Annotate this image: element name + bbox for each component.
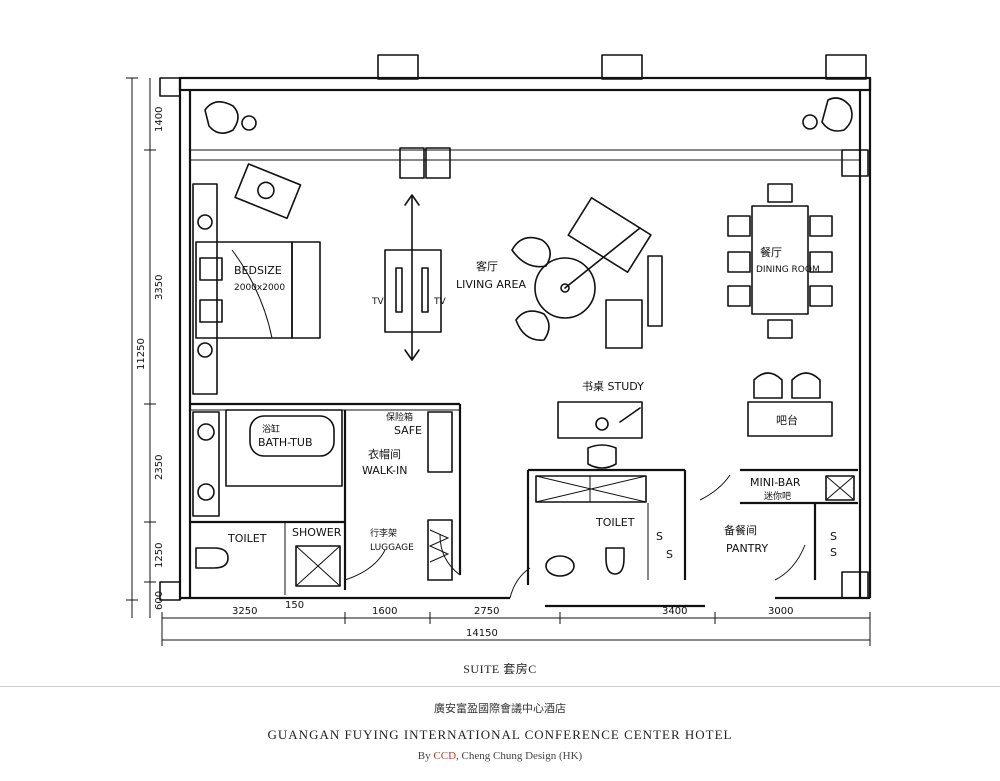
label-minibar: MINI-BAR: [750, 476, 801, 489]
hotel-name-chinese: 廣安富盈國際會議中心酒店: [434, 703, 566, 715]
dim-left-4: 1250: [154, 543, 165, 568]
tv-wall: [384, 194, 442, 361]
label-bedsize: BEDSIZE: [234, 264, 282, 277]
label-bathtub-cn: 浴缸: [262, 423, 280, 435]
label-bed-size: 2000x2000: [234, 283, 285, 293]
label-s3: S: [830, 530, 837, 543]
living-furniture: [511, 197, 663, 349]
outer-walls: [159, 76, 872, 608]
label-tv-left: TV: [371, 297, 384, 307]
dim-bottom-3: 1600: [372, 606, 397, 617]
label-toilet-left: TOILET: [227, 532, 267, 545]
dim-bottom-4: 2750: [474, 606, 499, 617]
label-walkin-cn: 衣帽间: [368, 447, 401, 461]
dim-total-width: 14150: [466, 628, 498, 639]
bar-furniture: [747, 372, 833, 437]
label-safe-en: SAFE: [394, 424, 422, 437]
label-walkin-en: WALK-IN: [362, 464, 407, 477]
dining-furniture: [727, 183, 833, 339]
bath-fixtures: [192, 409, 343, 587]
label-minibar-cn: 迷你吧: [764, 490, 791, 502]
label-luggage-en: LUGGAGE: [370, 543, 414, 553]
label-dining-cn: 餐厅: [760, 245, 782, 259]
dim-left-3: 2350: [154, 455, 165, 480]
dim-left-1: 1400: [154, 107, 165, 132]
dim-total-height: 11250: [136, 338, 147, 370]
dim-bottom-5: 3400: [662, 606, 687, 617]
dim-bottom-1: 3250: [232, 606, 257, 617]
label-pantry-en: PANTRY: [726, 542, 768, 555]
label-study: 书桌 STUDY: [582, 380, 644, 393]
room-labels: BEDSIZE 2000x2000 TV TV 客厅 LIVING AREA 餐…: [227, 245, 837, 561]
dimension-lines-bottom: 3250 150 1600 2750 3400 3000 14150: [161, 600, 871, 646]
mid-toilet-fixtures: [535, 475, 647, 577]
label-s1: S: [656, 530, 663, 543]
label-living-cn: 客厅: [476, 259, 498, 273]
dim-left-5: 600: [154, 591, 165, 610]
floor-plan: BEDSIZE 2000x2000 TV TV 客厅 LIVING AREA 餐…: [126, 54, 872, 646]
label-safe-cn: 保险箱: [386, 411, 413, 423]
design-credit: By CCD, Cheng Chung Design (HK): [0, 750, 1000, 762]
interior-walls: [190, 402, 858, 599]
label-living-en: LIVING AREA: [456, 278, 527, 291]
label-s4: S: [830, 546, 837, 559]
label-toilet-mid: TOILET: [595, 516, 635, 529]
bedroom-furniture: [192, 163, 321, 395]
label-shower: SHOWER: [292, 526, 342, 539]
dim-left-2: 3350: [154, 275, 165, 300]
walk-in-fixtures: [427, 411, 453, 581]
window-frames: [377, 54, 867, 179]
minibar-cabinet: [825, 475, 855, 501]
label-dining-en: DINING ROOM: [756, 265, 820, 275]
label-bar: 吧台: [776, 413, 798, 427]
study-furniture: [557, 401, 643, 469]
dimension-lines-left: 1400 3350 2350 1250 600 11250: [126, 77, 165, 618]
credit-suffix: , Cheng Chung Design (HK): [456, 750, 583, 762]
label-tv-right: TV: [433, 297, 446, 307]
label-s2: S: [666, 548, 673, 561]
dim-bottom-6: 3000: [768, 606, 793, 617]
label-pantry-cn: 备餐间: [724, 523, 757, 537]
dim-bottom-2: 150: [285, 600, 304, 611]
label-luggage-cn: 行李架: [370, 527, 397, 539]
credit-brand: CCD: [433, 750, 457, 762]
label-bathtub-en: BATH-TUB: [258, 436, 312, 449]
credit-prefix: By: [417, 750, 434, 762]
balcony-chairs: [204, 97, 853, 134]
hotel-name-english: GUANGAN FUYING INTERNATIONAL CONFERENCE …: [267, 727, 733, 742]
divider: [0, 686, 1000, 687]
page-title: SUITE 套房C: [463, 662, 537, 676]
